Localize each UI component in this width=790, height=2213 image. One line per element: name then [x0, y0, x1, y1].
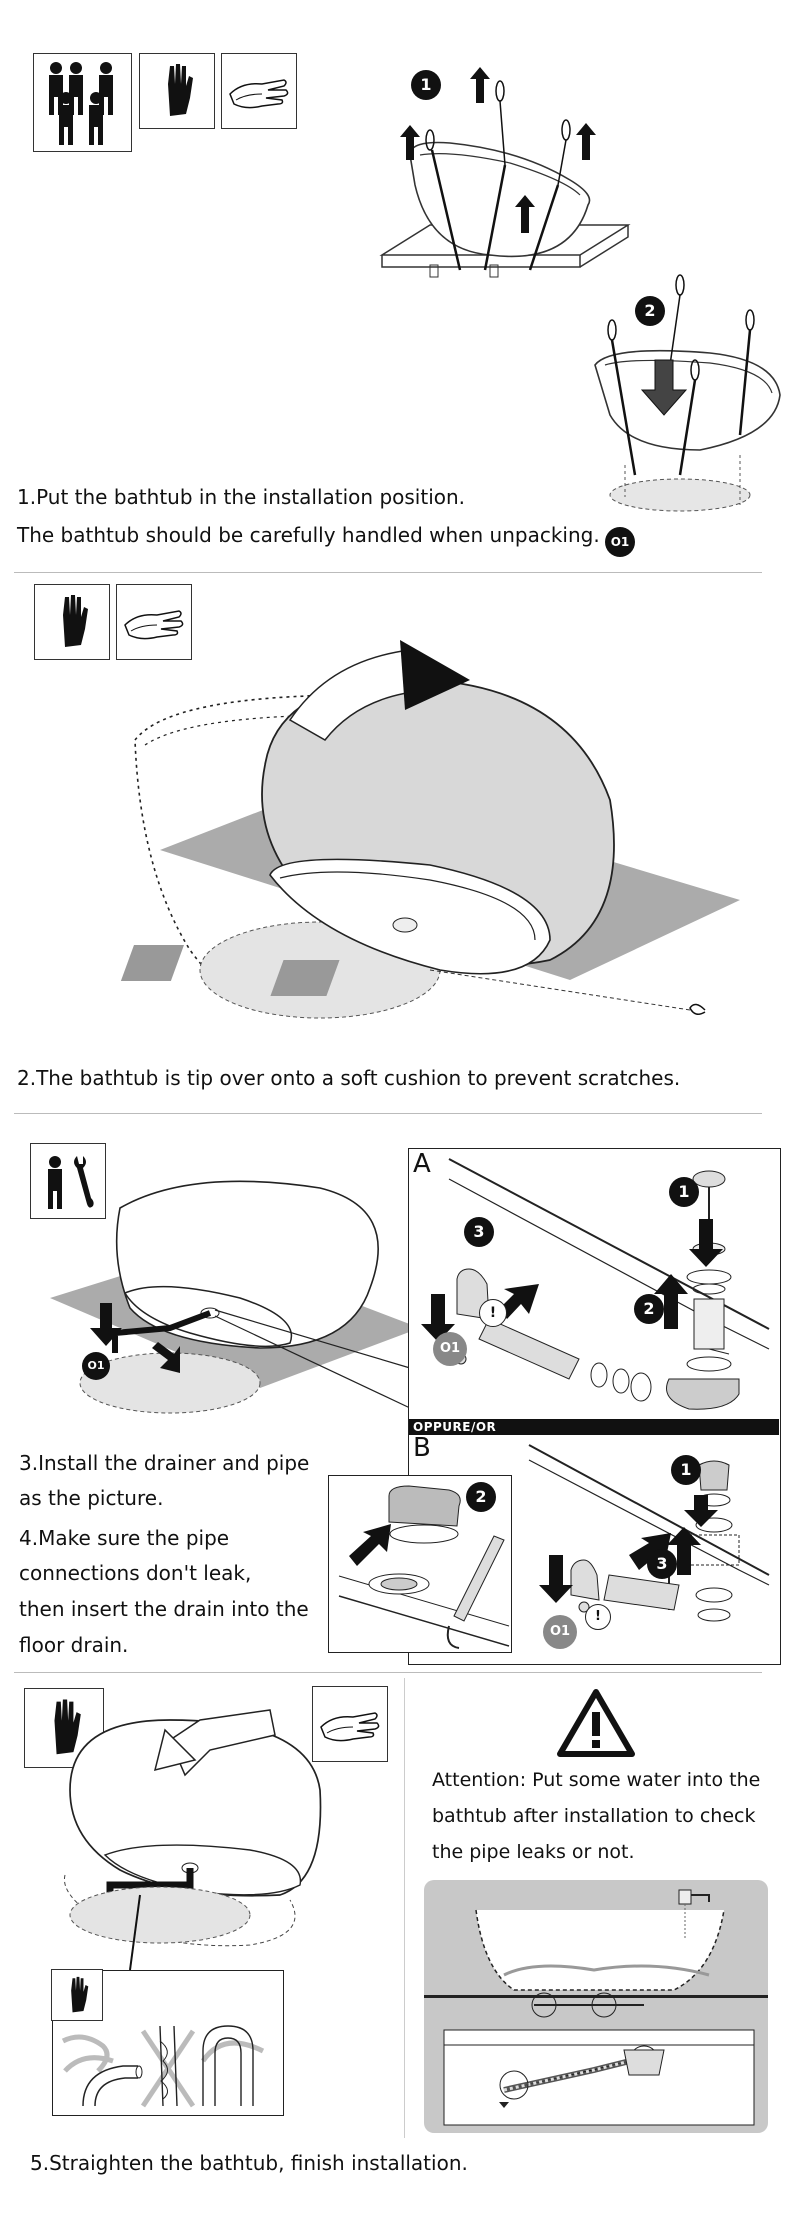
divider-1 — [14, 572, 762, 573]
step-1-part-label: O1 — [605, 527, 635, 557]
warning-triangle-icon — [557, 1689, 635, 1757]
step-1-line-1: 1.Put the bathtub in the installation po… — [17, 485, 466, 509]
attention-line-1: Attention: Put some water into the — [432, 1769, 761, 1791]
raised-hand-icon — [168, 64, 193, 116]
people-icon-box — [33, 53, 132, 152]
step-4-line-4: floor drain. — [19, 1633, 129, 1657]
raised-hand-icon — [71, 1976, 89, 2013]
step-5-line-1: 5.Straighten the bathtub, finish install… — [30, 2151, 468, 2175]
bathtub-lowering-illustration — [594, 274, 781, 512]
panel-a-step-2-badge: 2 — [634, 1294, 664, 1324]
attention-line-2: bathtub after installation to check — [432, 1805, 756, 1827]
panel-a-label: A — [413, 1149, 431, 1179]
step-3-overview-part-label: O1 — [82, 1352, 110, 1380]
step-1-line-2: The bathtub should be carefully handled … — [17, 523, 600, 547]
step-3-line-2: as the picture. — [19, 1486, 164, 1510]
four-people-icon — [49, 62, 113, 145]
hand-icon-box — [139, 53, 215, 129]
step-4-line-2: connections don't leak, — [19, 1561, 252, 1585]
bathtub-tip-over-illustration — [120, 640, 740, 1019]
attention-line-3: the pipe leaks or not. — [432, 1841, 635, 1863]
oppure-or-bar — [409, 1419, 779, 1435]
person-wrench-icon — [48, 1156, 94, 1209]
panel-b-warning-icon: ! — [585, 1604, 611, 1630]
gloves-icon-box — [221, 53, 297, 129]
panel-a-drain-assembly — [421, 1158, 770, 1410]
leak-check-panel — [424, 1880, 768, 2133]
raised-hand-icon — [63, 595, 88, 647]
step-1-badge-1: 1 — [411, 70, 441, 100]
divider-2 — [14, 1113, 762, 1114]
panel-a-step-3-badge: 3 — [464, 1217, 494, 1247]
panel-b-step-1-badge: 1 — [671, 1455, 701, 1485]
step-4-line-3: then insert the drain into the — [19, 1597, 309, 1621]
step-3-line-1: 3.Install the drainer and pipe — [19, 1451, 310, 1475]
hand-icon-box-small — [51, 1969, 103, 2021]
panel-b-part-label: O1 — [543, 1615, 577, 1649]
bathtub-on-pallet-illustration — [379, 67, 631, 278]
panel-b-step-3-badge: 3 — [647, 1549, 677, 1579]
straighten-bathtub-illustration — [63, 1709, 322, 1971]
divider-3 — [14, 1672, 762, 1673]
pipe-bend-illustration — [61, 2025, 265, 2108]
panel-a-step-1-badge: 1 — [669, 1177, 699, 1207]
person-wrench-icon-box — [30, 1143, 106, 1219]
step-1-badge-2: 2 — [635, 296, 665, 326]
panel-b-step-2-badge: 2 — [466, 1482, 496, 1512]
step-2-line-1: 2.The bathtub is tip over onto a soft cu… — [17, 1066, 681, 1090]
panel-b-inset-illustration — [338, 1485, 510, 1649]
gloves-icon-box-2 — [116, 584, 192, 660]
gloves-icon — [320, 1712, 380, 1742]
step-4-line-1: 4.Make sure the pipe — [19, 1526, 230, 1550]
panel-a-warning-icon: ! — [479, 1299, 507, 1327]
step-5-vertical-divider — [404, 1678, 405, 2138]
hand-icon-box-2 — [34, 584, 110, 660]
gloves-icon-box-3 — [312, 1686, 388, 1762]
raised-hand-icon — [54, 1699, 81, 1755]
gloves-icon — [124, 610, 184, 640]
leak-check-illustration — [424, 1889, 768, 2126]
panel-b-drain-assembly — [528, 1444, 770, 1622]
drainer-install-overview-illustration — [50, 1180, 420, 1414]
pipe-bend-panel — [51, 1969, 284, 2116]
oppure-or-label: OPPURE/OR — [413, 1420, 497, 1434]
panel-b-label: B — [413, 1433, 431, 1463]
panel-a-part-label: O1 — [433, 1332, 467, 1366]
gloves-icon — [229, 79, 289, 109]
